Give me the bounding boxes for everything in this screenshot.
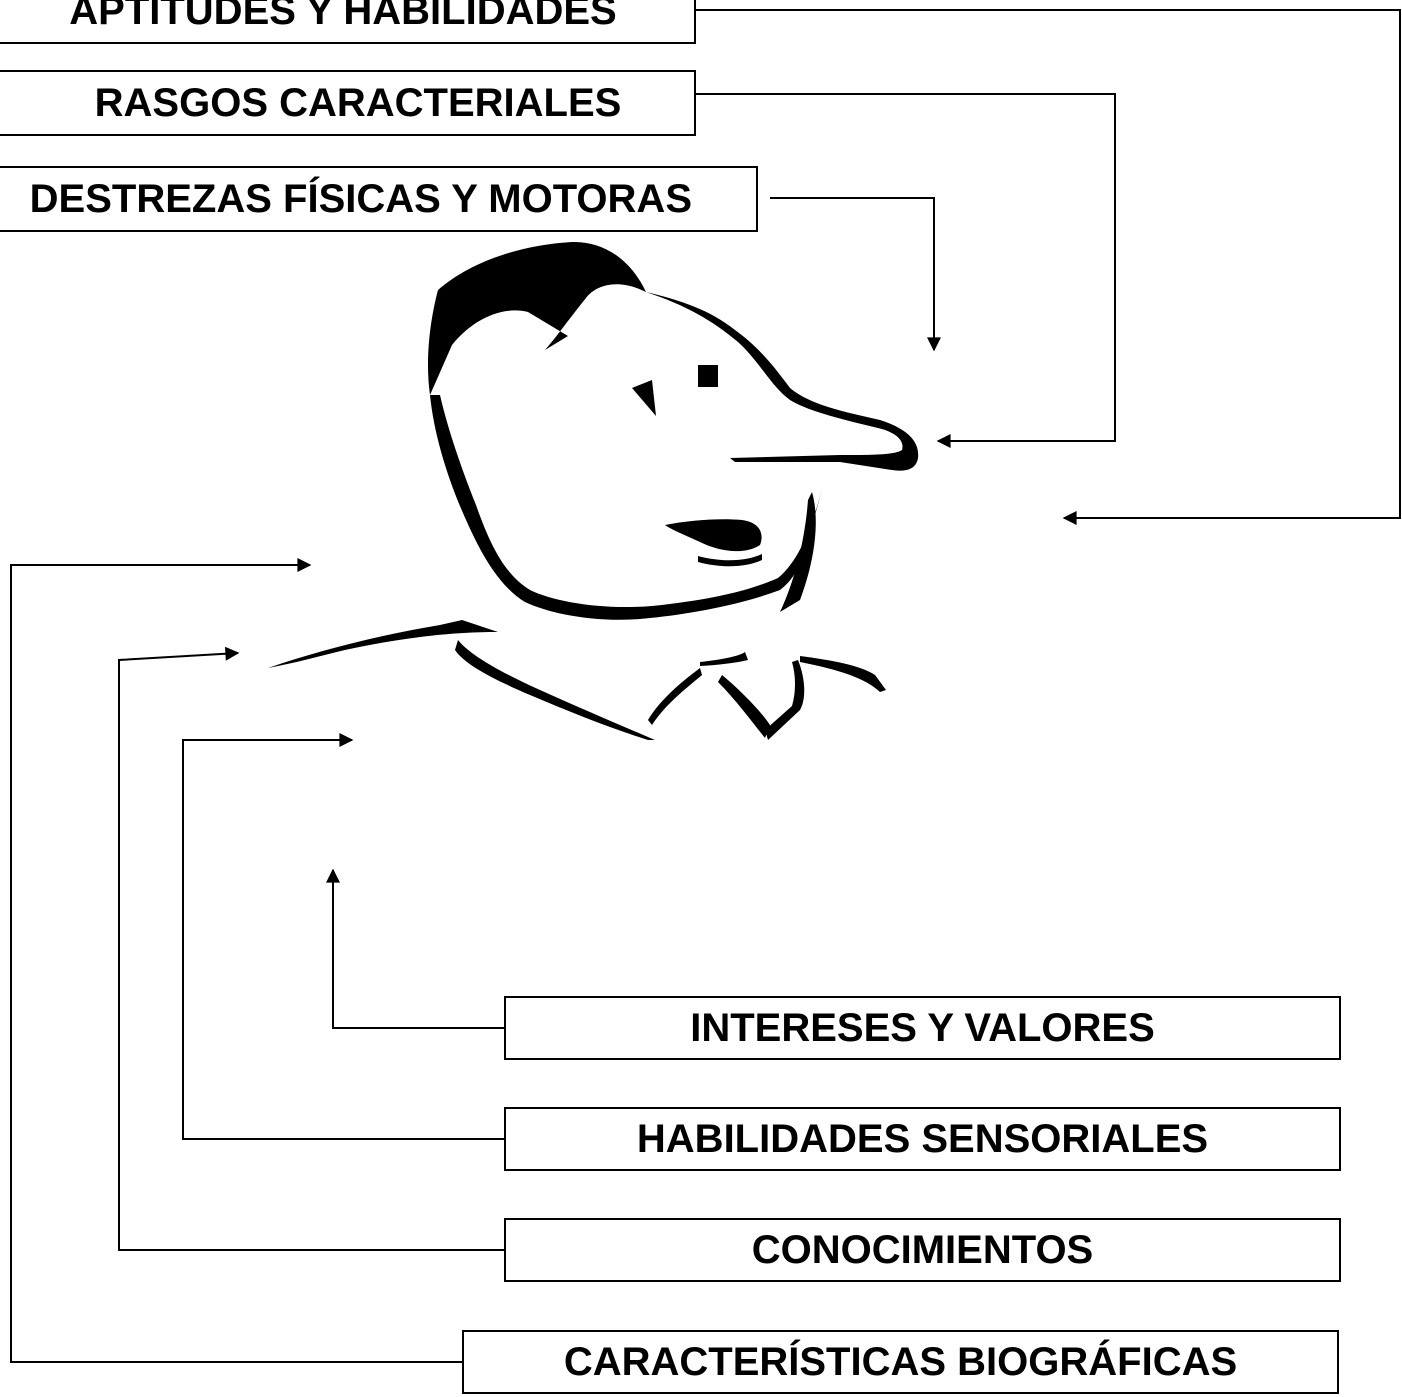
connector-rasgos	[694, 93, 1116, 448]
caracteristicas-box: CARACTERÍSTICAS BIOGRÁFICAS	[462, 1330, 1339, 1394]
habilidades-sensoriales-box: HABILIDADES SENSORIALES	[504, 1107, 1341, 1171]
intereses-label: INTERESES Y VALORES	[690, 1005, 1155, 1050]
nose-shape	[646, 292, 919, 471]
hair-shape	[427, 241, 646, 395]
destrezas-label: DESTREZAS FÍSICAS Y MOTORAS	[29, 176, 692, 221]
left-eye	[632, 380, 656, 416]
mouth-shape	[665, 519, 762, 552]
intereses-box: INTERESES Y VALORES	[504, 996, 1341, 1060]
caracteristicas-label: CARACTERÍSTICAS BIOGRÁFICAS	[563, 1339, 1238, 1384]
right-shoulder	[800, 656, 886, 692]
conocimientos-label: CONOCIMIENTOS	[751, 1227, 1094, 1272]
collar-left	[455, 640, 655, 740]
right-shoulder-left	[765, 660, 805, 740]
left-shoulder	[268, 620, 498, 668]
conocimientos-box: CONOCIMIENTOS	[504, 1218, 1341, 1282]
right-eye	[698, 365, 718, 387]
collar-tip-left	[648, 668, 702, 725]
habilidades-sensoriales-label: HABILIDADES SENSORIALES	[636, 1116, 1209, 1161]
rasgos-label: RASGOS CARACTERIALES	[94, 80, 622, 125]
connector-intereses	[326, 868, 504, 1029]
person-head-icon	[268, 241, 919, 740]
rasgos-box: RASGOS CARACTERIALES	[0, 70, 696, 136]
face-outline	[430, 395, 822, 620]
destrezas-box: DESTREZAS FÍSICAS Y MOTORAS	[0, 166, 758, 232]
connector-aptitudes	[694, 9, 1401, 525]
chin-shape	[780, 492, 816, 612]
connector-caracteristicas	[10, 558, 462, 1363]
connector-destrezas	[770, 197, 941, 352]
lip-shape	[698, 554, 762, 567]
connector-conocimientos	[118, 646, 504, 1251]
aptitudes-box: APTITUDES Y HABILIDADES	[0, 0, 696, 44]
collar-tip-right	[718, 675, 770, 738]
aptitudes-label: APTITUDES Y HABILIDADES	[69, 0, 617, 33]
collar-center	[700, 652, 748, 666]
connector-habilidades-sensoriales	[182, 733, 504, 1140]
